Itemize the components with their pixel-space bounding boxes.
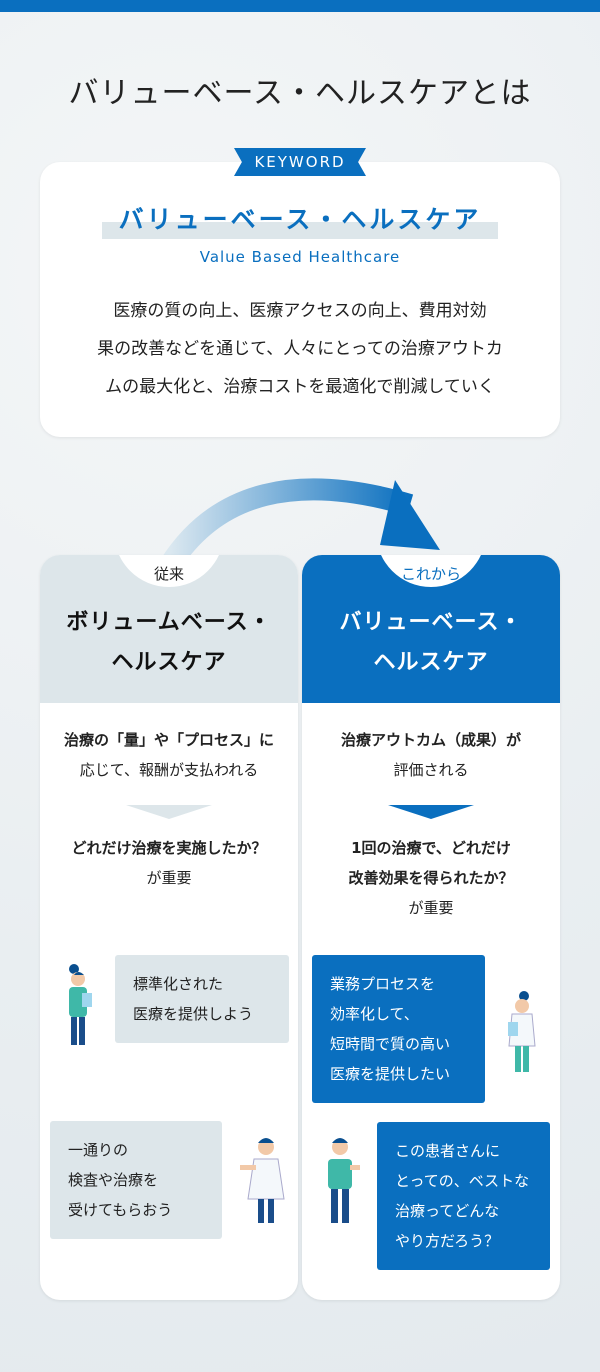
- question-text: 1回の治療で、どれだけ 改善効果を得られたか？ が重要: [302, 833, 560, 923]
- bubble-line: やり方だろう？: [395, 1232, 500, 1250]
- title-line: バリューベース・: [339, 610, 523, 635]
- patient-speech-bubble: この患者さんに とっての、ベストな 治療ってどんな やり方だろう？: [377, 1122, 550, 1270]
- down-arrow-icon: [126, 805, 212, 819]
- point-line: 治療の「量」や「プロセス」に: [63, 731, 274, 749]
- column-title: ボリュームベース・ ヘルスケア: [40, 603, 298, 683]
- top-bar: [0, 0, 600, 12]
- tab-label: 従来: [114, 555, 224, 587]
- point-text: 治療アウトカム（成果）が 評価される: [302, 725, 560, 785]
- tab-label: これから: [376, 555, 486, 587]
- point-line: 応じて、報酬が支払われる: [79, 761, 259, 779]
- volume-based-column: 従来 ボリュームベース・ ヘルスケア 治療の「量」や「プロセス」に 応じて、報酬…: [40, 555, 298, 1300]
- keyword-description: 医療の質の向上、医療アクセスの向上、費用対効 果の改善などを通じて、人々にとって…: [70, 292, 530, 406]
- bubble-line: とっての、ベストな: [395, 1172, 530, 1190]
- bubble-line: 受けてもらおう: [68, 1201, 173, 1219]
- doctor-speech-bubble: 業務プロセスを 効率化して、 短時間で質の高い 医療を提供したい: [312, 955, 485, 1103]
- desc-line: ムの最大化と、治療コストを最適化で削減していく: [105, 377, 495, 397]
- important-text: が重要: [408, 899, 454, 917]
- question-line: 改善効果を得られたか？: [348, 869, 514, 887]
- title-line: ヘルスケア: [373, 650, 489, 675]
- doctor-icon: [508, 991, 536, 1072]
- title-line: ヘルスケア: [111, 650, 227, 675]
- question-text: どれだけ治療を実施したか？ が重要: [40, 833, 298, 893]
- bubble-line: 医療を提供しよう: [133, 1005, 254, 1023]
- bubble-line: 効率化して、: [330, 1005, 419, 1023]
- column-title: バリューベース・ ヘルスケア: [302, 603, 560, 683]
- patient-speech-bubble: 一通りの 検査や治療を 受けてもらおう: [50, 1121, 222, 1239]
- transition-arrow-icon: [160, 478, 440, 565]
- keyword-english: Value Based Healthcare: [199, 248, 401, 266]
- bubble-line: この患者さんに: [395, 1142, 501, 1160]
- nurse-icon: [328, 1138, 360, 1223]
- bubble-line: 標準化された: [133, 975, 224, 993]
- question-line: 1回の治療で、どれだけ: [351, 839, 511, 857]
- point-line: 治療アウトカム（成果）が: [340, 731, 521, 749]
- point-line: 評価される: [393, 761, 469, 779]
- title-line: ボリュームベース・: [66, 610, 272, 635]
- bubble-line: 一通りの: [68, 1141, 129, 1159]
- down-arrow-icon: [388, 805, 474, 819]
- bubble-line: 短時間で質の高い: [330, 1035, 451, 1053]
- page-title: バリューベース・ヘルスケアとは: [68, 76, 532, 111]
- column-header: 従来 ボリュームベース・ ヘルスケア: [40, 555, 298, 703]
- keyword-term: バリューベース・ヘルスケア: [118, 205, 482, 234]
- point-text: 治療の「量」や「プロセス」に 応じて、報酬が支払われる: [40, 725, 298, 785]
- important-text: が重要: [146, 869, 192, 887]
- doctor-speech-bubble: 標準化された 医療を提供しよう: [115, 955, 289, 1043]
- doctor-icon: [69, 964, 92, 1045]
- bubble-line: 業務プロセスを: [330, 975, 436, 993]
- doctor-icon: [240, 1138, 285, 1223]
- column-header: これから バリューベース・ ヘルスケア: [302, 555, 560, 703]
- keyword-card: [40, 162, 560, 437]
- keyword-badge: KEYWORD: [234, 148, 366, 176]
- value-based-column: これから バリューベース・ ヘルスケア 治療アウトカム（成果）が 評価される 1…: [302, 555, 560, 1300]
- term-highlight: [102, 222, 498, 239]
- bubble-line: 検査や治療を: [68, 1171, 159, 1189]
- question-line: どれだけ治療を実施したか？: [71, 839, 267, 857]
- bubble-line: 医療を提供したい: [330, 1065, 451, 1083]
- bubble-line: 治療ってどんな: [395, 1202, 500, 1220]
- desc-line: 果の改善などを通じて、人々にとっての治療アウトカ: [97, 339, 503, 359]
- desc-line: 医療の質の向上、医療アクセスの向上、費用対効: [113, 301, 487, 321]
